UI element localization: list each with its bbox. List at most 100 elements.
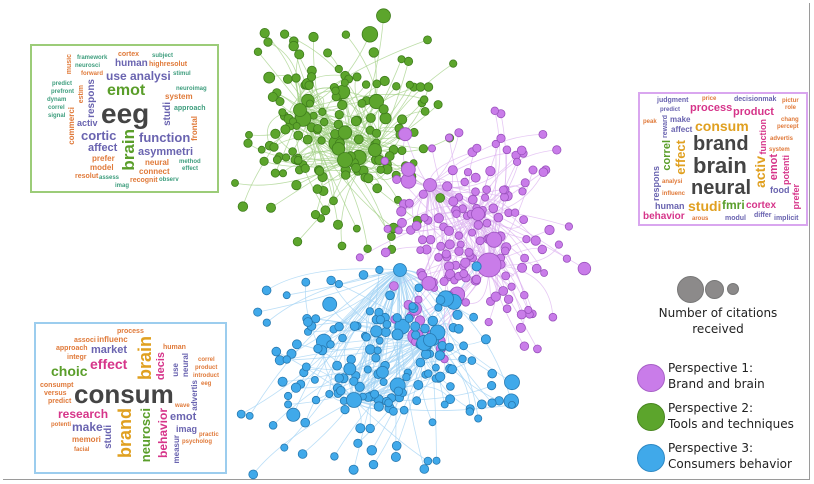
network-node-perspective-2 xyxy=(331,142,346,156)
network-node-perspective-1 xyxy=(482,185,491,194)
network-edge xyxy=(297,149,376,242)
word-cloud-term: influenc xyxy=(662,191,686,197)
network-node-perspective-3 xyxy=(480,334,491,345)
network-node-perspective-2 xyxy=(376,8,391,24)
word-cloud-term: arous xyxy=(692,216,709,222)
word-cloud-term: consum xyxy=(74,379,174,409)
network-node-perspective-1 xyxy=(475,236,485,246)
network-node-perspective-2 xyxy=(337,125,353,140)
network-node-perspective-3 xyxy=(375,336,384,345)
network-node-perspective-3 xyxy=(432,456,441,465)
network-node-perspective-2 xyxy=(368,93,384,110)
network-node-perspective-2 xyxy=(352,224,361,233)
word-cloud-term: framework xyxy=(77,55,108,61)
word-cloud-term: effect xyxy=(182,166,199,172)
network-node-perspective-1 xyxy=(484,317,493,327)
network-node-perspective-3 xyxy=(310,375,319,384)
network-node-perspective-3 xyxy=(262,318,271,327)
network-node-perspective-3 xyxy=(428,418,437,427)
network-node-perspective-2 xyxy=(312,184,323,194)
network-node-perspective-1 xyxy=(522,235,531,244)
network-node-perspective-2 xyxy=(415,82,426,92)
network-node-perspective-3 xyxy=(469,312,479,322)
word-cloud-term: studi xyxy=(103,425,114,449)
word-cloud-term: approach xyxy=(56,345,88,352)
network-node-perspective-3 xyxy=(393,263,407,277)
word-cloud-term: estim xyxy=(78,85,85,104)
word-cloud-term: predict xyxy=(660,107,681,113)
network-node-perspective-3 xyxy=(300,417,311,428)
network-node-perspective-1 xyxy=(447,165,458,176)
network-node-perspective-2 xyxy=(308,31,319,43)
word-cloud-term: potenti xyxy=(781,155,791,185)
word-cloud-term: consumpt xyxy=(40,382,74,389)
network-node-perspective-3 xyxy=(334,373,344,383)
network-node-perspective-3 xyxy=(410,321,421,332)
network-node-perspective-1 xyxy=(420,213,429,222)
word-cloud-term: connect xyxy=(139,167,170,176)
network-node-perspective-1 xyxy=(471,187,480,197)
network-node-perspective-3 xyxy=(313,343,323,354)
network-node-perspective-3 xyxy=(445,394,456,405)
network-node-perspective-1 xyxy=(460,177,469,187)
network-node-perspective-3 xyxy=(380,327,391,338)
network-edge xyxy=(477,149,557,215)
word-cloud-term: introduct xyxy=(193,373,219,379)
network-node-perspective-1 xyxy=(471,274,482,285)
network-node-perspective-2 xyxy=(403,56,414,67)
network-node-perspective-2 xyxy=(275,97,285,107)
network-node-perspective-1 xyxy=(439,276,449,286)
network-node-perspective-3 xyxy=(375,265,384,274)
network-node-perspective-1 xyxy=(491,139,500,149)
network-node-perspective-2 xyxy=(371,128,382,138)
word-cloud-term: studi xyxy=(688,198,722,214)
network-node-perspective-3 xyxy=(384,398,393,408)
network-node-perspective-3 xyxy=(431,363,440,372)
network-node-perspective-1 xyxy=(554,240,564,249)
word-cloud-term: system xyxy=(769,147,790,153)
word-cloud-term: neuroimag xyxy=(176,86,207,92)
network-node-perspective-2 xyxy=(420,107,430,116)
word-cloud-term: respons xyxy=(86,79,97,118)
network-node-perspective-2 xyxy=(259,27,270,39)
network-edge xyxy=(323,269,401,342)
word-cloud-term: activ xyxy=(752,156,768,188)
word-cloud-term: decis xyxy=(155,352,167,381)
network-node-perspective-3 xyxy=(355,423,366,434)
network-node-perspective-1 xyxy=(517,262,528,273)
network-edge xyxy=(353,299,441,401)
word-cloud-term: differ xyxy=(754,212,772,219)
network-node-perspective-1 xyxy=(548,312,558,322)
network-node-perspective-2 xyxy=(263,37,273,47)
network-node-perspective-3 xyxy=(452,309,463,320)
network-node-perspective-2 xyxy=(293,156,303,165)
legend-item-perspective-1: Perspective 1: Brand and brain xyxy=(668,360,765,392)
network-node-perspective-3 xyxy=(420,323,430,334)
network-node-perspective-1 xyxy=(530,235,541,246)
network-node-perspective-2 xyxy=(352,72,362,82)
network-node-perspective-1 xyxy=(518,187,527,196)
word-cloud-term: chang xyxy=(781,117,799,123)
word-cloud-term: versus xyxy=(44,390,67,397)
word-cloud-term: function xyxy=(139,130,191,145)
network-node-perspective-3 xyxy=(363,365,372,374)
network-node-perspective-2 xyxy=(393,195,402,204)
word-cloud-term: approach xyxy=(174,105,206,112)
word-cloud-term: eeg xyxy=(101,98,150,129)
legend-title: Perspective 3: xyxy=(668,441,753,455)
network-edge xyxy=(353,307,439,401)
network-node-perspective-3 xyxy=(338,333,347,343)
network-node-perspective-3 xyxy=(446,382,455,391)
network-node-perspective-3 xyxy=(282,355,291,364)
word-cloud-term: prefer xyxy=(92,154,115,163)
network-edge xyxy=(429,134,543,186)
network-edge xyxy=(257,269,401,313)
network-node-perspective-3 xyxy=(487,368,498,379)
network-node-perspective-1 xyxy=(425,234,436,245)
word-cloud-term: implicit xyxy=(774,215,799,222)
network-node-perspective-1 xyxy=(552,145,562,155)
network-node-perspective-1 xyxy=(355,253,364,262)
network-node-perspective-3 xyxy=(420,349,432,360)
network-node-perspective-1 xyxy=(510,208,520,217)
word-cloud-term: use analysi xyxy=(106,69,171,83)
